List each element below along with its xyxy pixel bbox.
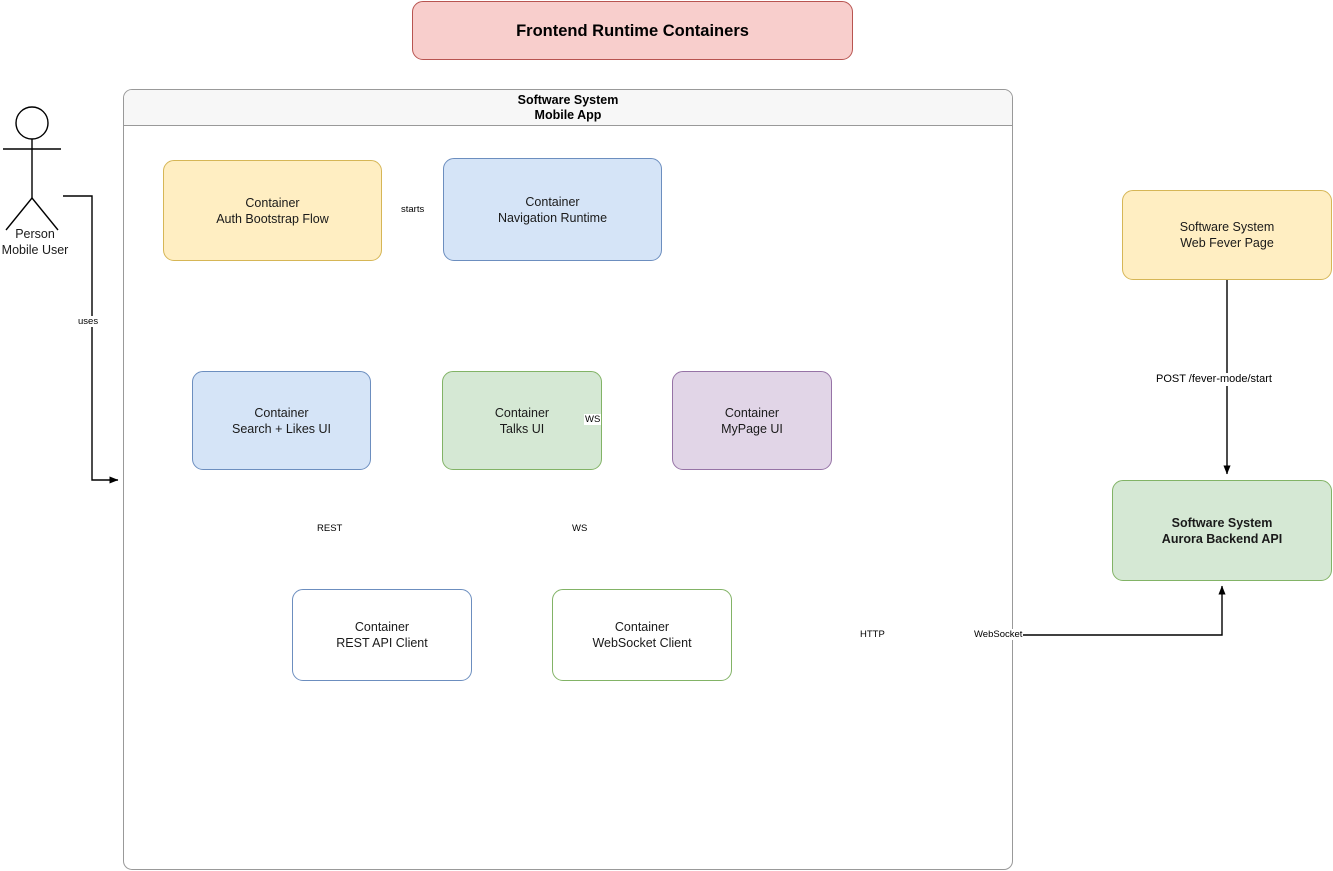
container-type-label: Container <box>245 195 300 210</box>
system-name-label: Aurora Backend API <box>1161 531 1283 546</box>
container-auth-bootstrap-flow[interactable]: Container Auth Bootstrap Flow <box>163 160 382 261</box>
edge-label-starts: starts <box>400 204 426 215</box>
container-name-label: Auth Bootstrap Flow <box>216 211 329 226</box>
edge-label-rest: REST <box>316 523 344 534</box>
container-type-label: Container <box>724 405 780 420</box>
container-rest-api-client[interactable]: Container REST API Client <box>292 589 472 681</box>
software-system-web-fever-page[interactable]: Software System Web Fever Page <box>1122 190 1332 280</box>
edge-label-uses: uses <box>77 316 100 327</box>
edge-label-http: HTTP <box>859 629 886 640</box>
edge-label-post-fever-mode-start: POST /fever-mode/start <box>1155 373 1273 386</box>
boundary-header: Software System Mobile App <box>124 90 1012 126</box>
boundary-type-label: Software System <box>517 92 619 107</box>
person-type-label: Person <box>15 227 55 241</box>
container-name-label: REST API Client <box>336 636 428 650</box>
edge-label-websocket: WebSocket <box>973 629 1024 640</box>
boundary-name-label: Mobile App <box>534 107 602 122</box>
container-name-label: Talks UI <box>499 421 545 436</box>
diagram-title-text: Frontend Runtime Containers <box>516 21 749 40</box>
container-mypage-ui[interactable]: Container MyPage UI <box>672 371 832 470</box>
container-type-label: Container <box>254 405 309 420</box>
diagram-title-banner: Frontend Runtime Containers <box>412 1 853 60</box>
person-mobile-user <box>0 104 70 254</box>
person-label-block: Person Mobile User <box>0 226 70 258</box>
system-type-label: Software System <box>1171 515 1273 530</box>
container-type-label: Container <box>525 194 580 209</box>
container-name-label: Search + Likes UI <box>231 421 331 436</box>
software-system-aurora-backend-api[interactable]: Software System Aurora Backend API <box>1112 480 1332 581</box>
container-talks-ui[interactable]: Container Talks UI <box>442 371 602 470</box>
person-name-label: Mobile User <box>1 243 69 257</box>
system-name-label: Web Fever Page <box>1180 236 1274 250</box>
edge-person-uses-boundary <box>63 195 119 484</box>
container-type-label: Container <box>354 620 410 634</box>
container-navigation-runtime[interactable]: Container Navigation Runtime <box>443 158 662 261</box>
container-search-likes-ui[interactable]: Container Search + Likes UI <box>192 371 371 470</box>
edge-label-ws-top: WS <box>584 414 602 425</box>
container-name-label: Navigation Runtime <box>497 210 608 225</box>
stick-figure-person-icon <box>3 106 61 231</box>
container-websocket-client[interactable]: Container WebSocket Client <box>552 589 732 681</box>
container-type-label: Container <box>614 620 670 634</box>
container-name-label: MyPage UI <box>721 421 783 436</box>
system-type-label: Software System <box>1179 220 1275 234</box>
container-type-label: Container <box>494 405 550 420</box>
container-name-label: WebSocket Client <box>592 636 692 650</box>
edge-label-ws-middle: WS <box>571 523 589 534</box>
